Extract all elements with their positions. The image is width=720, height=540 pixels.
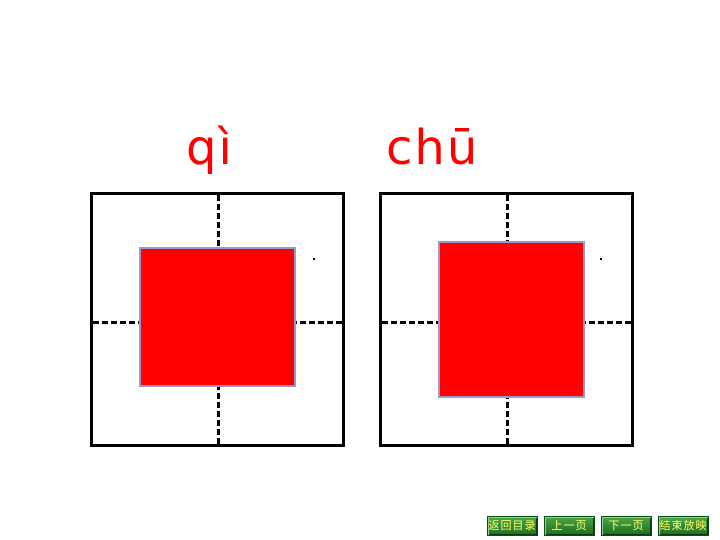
red-cover-block[interactable] <box>139 247 296 387</box>
navigation-bar: 返回目录 上一页 下一页 结束放映 <box>487 516 709 536</box>
back-to-contents-button[interactable]: 返回目录 <box>487 516 538 536</box>
previous-page-button[interactable]: 上一页 <box>544 516 595 536</box>
pinyin-label: qì <box>186 120 234 176</box>
dot-mark <box>600 258 602 260</box>
next-page-button[interactable]: 下一页 <box>601 516 652 536</box>
dot-mark <box>313 258 315 260</box>
tian-grid <box>379 192 634 447</box>
red-cover-block[interactable] <box>438 241 585 398</box>
pinyin-label: chū <box>386 120 480 176</box>
tian-grid <box>90 192 345 447</box>
end-show-button[interactable]: 结束放映 <box>658 516 709 536</box>
